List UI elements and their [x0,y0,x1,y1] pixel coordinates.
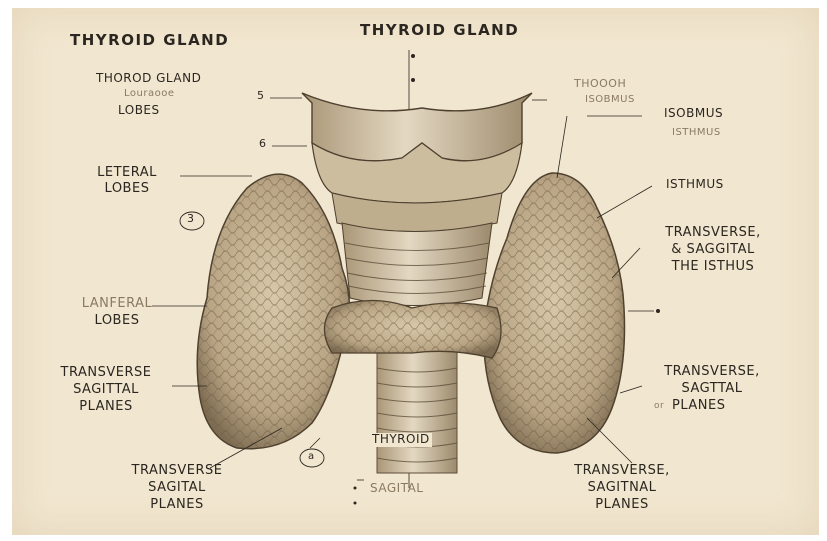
label-loguroode: Louraooe [124,88,174,100]
marker-circle-3: 3 [187,213,195,226]
label-lobes-1: LOBES [118,104,160,118]
label-thorod-gland: THOROD GLAND [96,72,201,86]
label-the-isthus: THE ISTHUS [640,260,786,275]
marker-5: 5 [257,90,265,103]
label-planes-3: PLANES [112,498,242,513]
label-lanferal: LANFERAL [72,297,162,312]
label-planes-2: PLANES [672,399,725,414]
diagram-paper: THYROID GLAND THYROID GLAND THOROD GLAND… [12,8,819,535]
label-sagttal: SAGTTAL [642,382,782,397]
label-sagital-1: SAGITTAL [46,383,166,398]
left-lobe [197,174,349,449]
marker-circle-a: a [308,451,315,463]
label-isobmus-small: ISOBMUS [585,94,635,106]
trachea-lower [377,348,457,473]
right-lobe [484,173,625,453]
label-lobes-2: LOBES [82,182,172,197]
label-sagital-center: SAGITAL [370,482,423,496]
label-planes-1: PLANES [46,400,166,415]
label-thooch: THOOOH [574,78,626,91]
marker-6: 6 [259,138,267,151]
label-lobes-3: LOBES [72,314,162,329]
title-left: THYROID GLAND [70,32,229,49]
label-transverse-1: TRANSVERSE [46,366,166,381]
label-transverse-3: TRANSVERSE, [642,365,782,380]
label-leteral: LETERAL [82,166,172,181]
label-transverse-5: TRANSVERSE, [552,464,692,479]
label-sagitnal: SAGITNAL [552,481,692,496]
label-transverse-4: TRANSVERSE [112,464,242,479]
label-or-mark: or [654,401,664,411]
label-sagital-2: SAGITAL [112,481,242,496]
title-center: THYROID GLAND [360,22,519,39]
label-and-saggital: & SAGGITAL [640,243,786,258]
label-isobmus: ISOBMUS [664,107,723,121]
isthmus [325,301,502,359]
label-transverse-2: TRANSVERSE, [640,226,786,241]
label-isthmus: ISTHMUS [666,178,724,192]
label-thyroid: THYROID [370,433,432,447]
label-planes-4: PLANES [552,498,692,513]
label-isthmus-small: ISTHMUS [672,127,721,139]
